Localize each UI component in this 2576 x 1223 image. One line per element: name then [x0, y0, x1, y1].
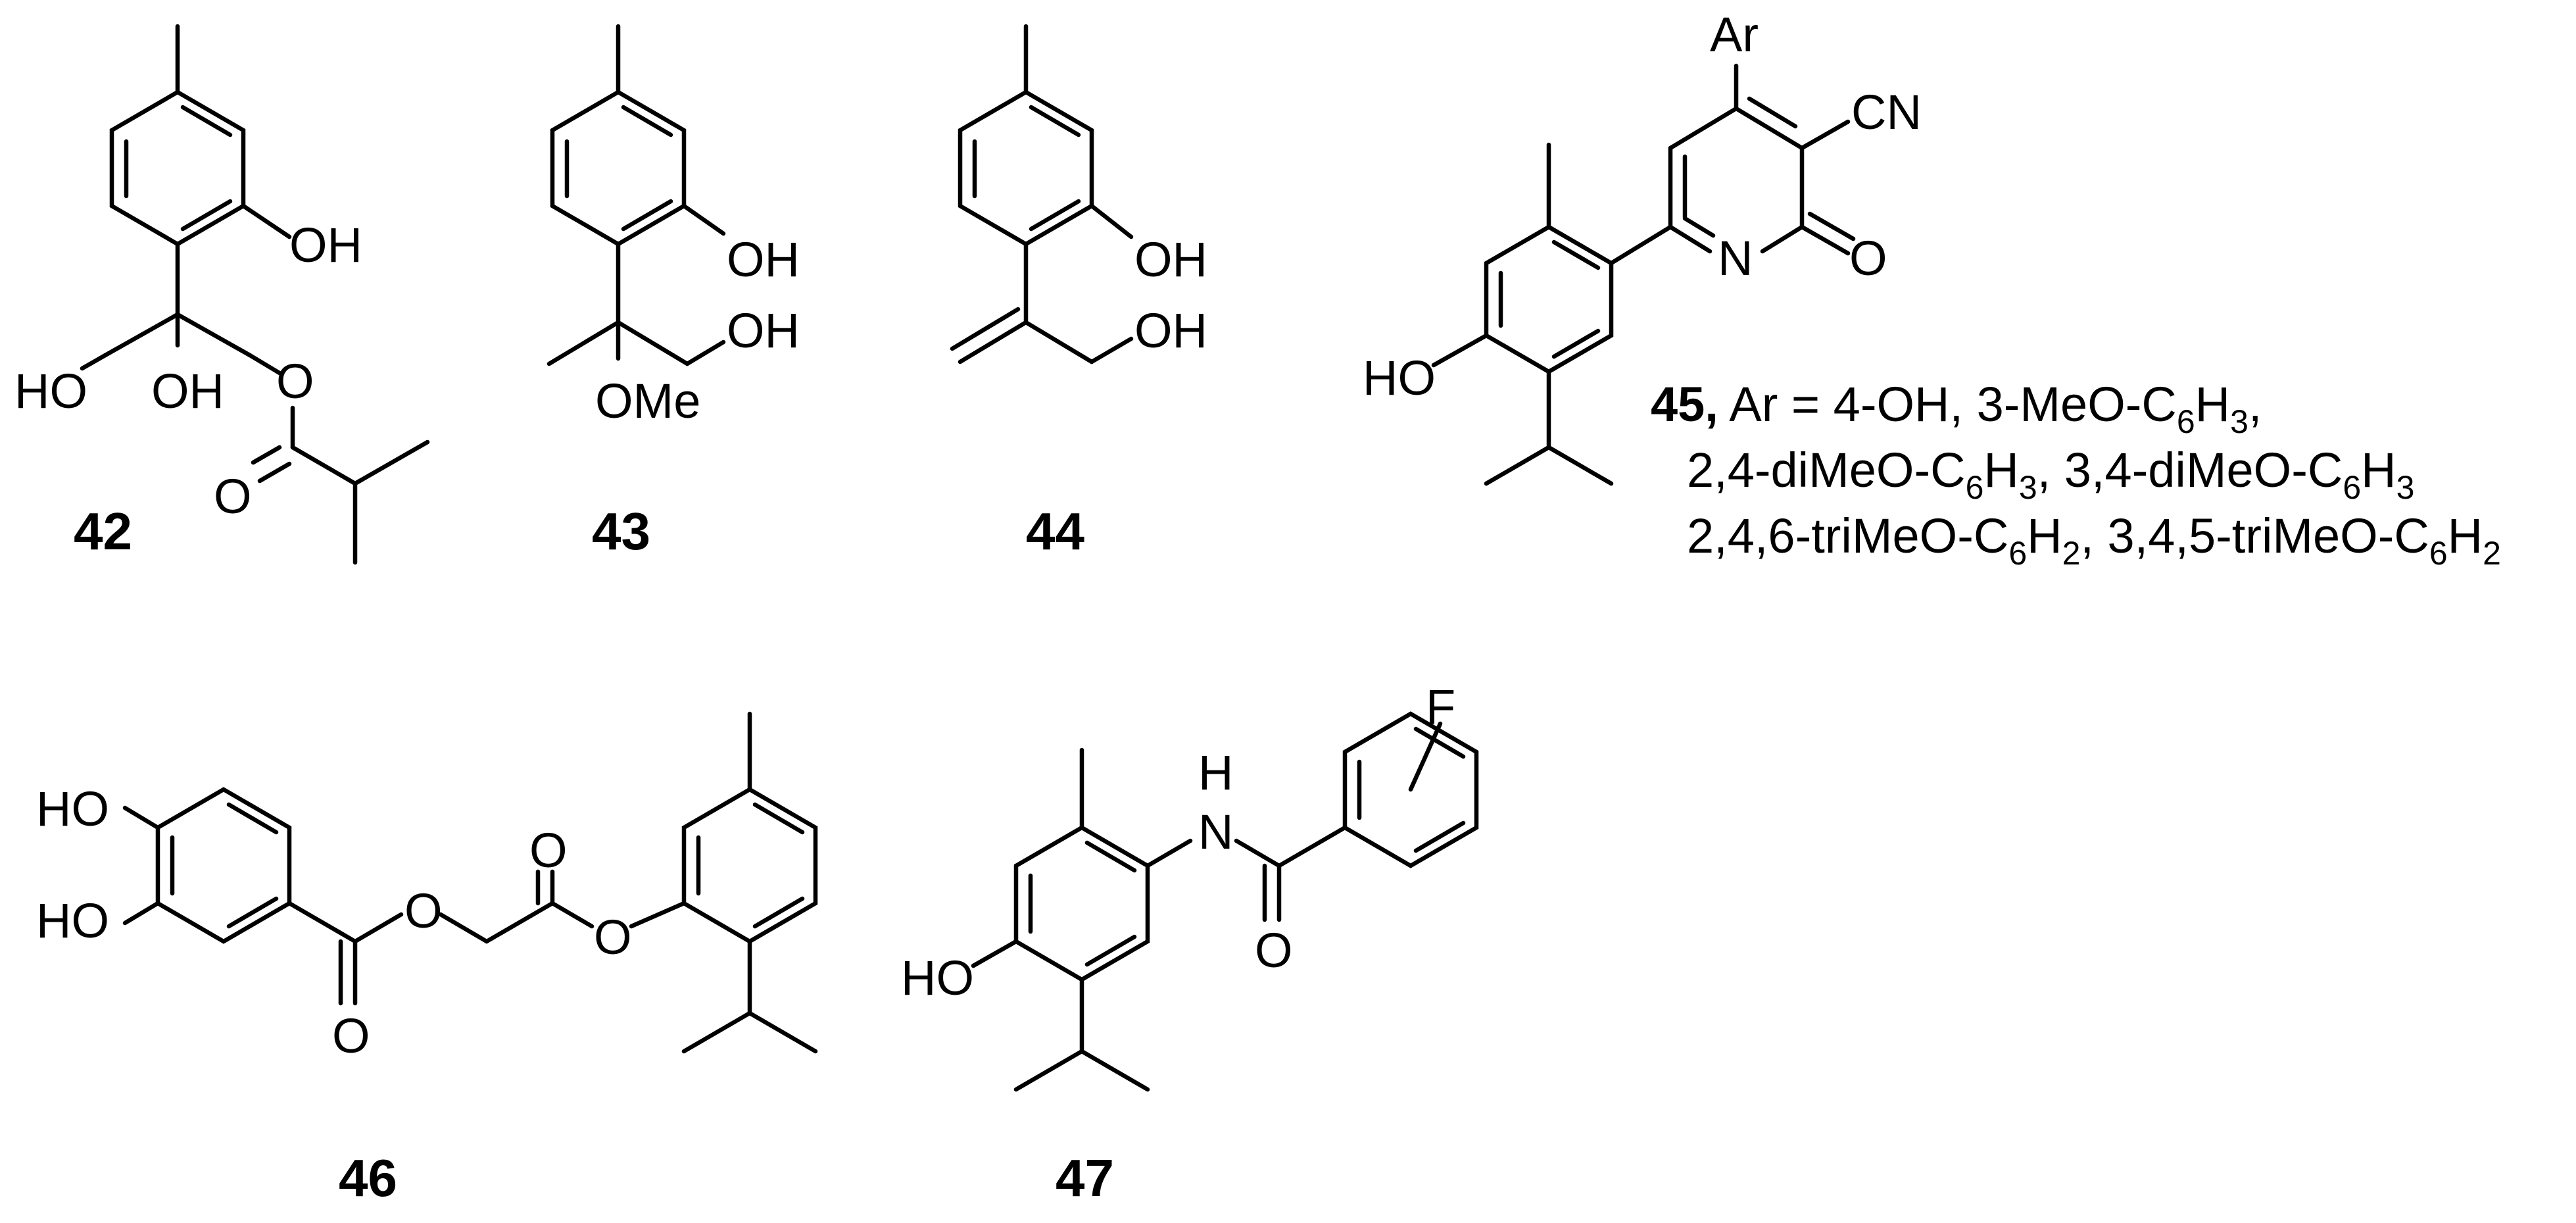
compound-43-ome: OMe: [595, 374, 700, 428]
compound-45-substituents-line3: 2,4,6-triMeO-C6H2, 3,4,5-triMeO-C6H2: [1687, 509, 2501, 572]
compound-47-n: N: [1198, 805, 1233, 859]
compound-45-line3-a-sub1: 6: [2008, 535, 2027, 572]
compound-45-cn: CN: [1851, 85, 1922, 139]
compound-46-o-carbonyl-2: O: [529, 823, 568, 878]
compound-43-bonds: [547, 24, 726, 366]
compound-42-oh-center: OH: [151, 364, 224, 418]
compound-44: OH OH 44: [950, 24, 1207, 561]
compound-46-o-ester-1: O: [404, 884, 443, 938]
compound-45-line3-a-sub2: 2: [2062, 535, 2081, 572]
compound-46-o-carbonyl-1: O: [332, 1009, 370, 1063]
compound-45-line1-prefix: Ar = 4-OH, 3-MeO-C: [1718, 377, 2177, 432]
compound-45-substituents-line2: 2,4-diMeO-C6H3, 3,4-diMeO-C6H3: [1687, 443, 2414, 506]
compound-45-o: O: [1849, 231, 1887, 286]
compound-45-ho: HO: [1363, 351, 1436, 405]
compound-42-ho-left: HO: [14, 364, 87, 418]
compound-42-label: 42: [74, 502, 132, 561]
compound-45-line1-end: ,: [2248, 377, 2262, 432]
compound-42-oh-ring: OH: [289, 218, 362, 272]
compound-45-line2-b-sub2: 3: [2396, 469, 2415, 506]
compound-45-line2-a-sub2: 3: [2019, 469, 2037, 506]
compound-45-line3-a-h: H: [2027, 509, 2062, 563]
compound-45-n: N: [1718, 231, 1753, 286]
compound-45-substituents-line1: 45, Ar = 4-OH, 3-MeO-C6H3,: [1651, 377, 2262, 440]
compound-47-f: F: [1426, 680, 1455, 734]
compound-45-line3-b-sub2: 2: [2483, 535, 2501, 572]
compound-45-line3-b: , 3,4,5-triMeO-C: [2080, 509, 2429, 563]
compound-45-line2-b-sub1: 6: [2343, 469, 2361, 506]
compound-45-line2-a: 2,4-diMeO-C: [1687, 443, 1966, 497]
compound-47-ho: HO: [901, 951, 974, 1005]
compound-42: OH HO OH O O 42: [14, 24, 430, 565]
compound-45-line2-b: , 3,4-diMeO-C: [2037, 443, 2343, 497]
compound-47-label: 47: [1056, 1149, 1114, 1207]
compound-46-ho-bottom: HO: [36, 893, 109, 948]
compound-44-oh-ring: OH: [1134, 232, 1207, 287]
compound-45-bonds: [1431, 63, 1856, 486]
compound-44-oh-chain: OH: [1134, 303, 1207, 358]
compound-45-line3-b-sub1: 6: [2429, 535, 2448, 572]
compound-42-o-ester: O: [276, 354, 314, 409]
compound-44-bonds: [950, 24, 1134, 364]
compound-44-label: 44: [1026, 502, 1084, 561]
compound-45-line3-b-h: H: [2448, 509, 2483, 563]
compound-45-line2-a-h: H: [1983, 443, 2018, 497]
compound-42-o-carbonyl: O: [214, 469, 252, 524]
compound-45-ar: Ar: [1710, 7, 1759, 62]
compound-46-ho-top: HO: [36, 782, 109, 836]
compound-47-h: H: [1198, 745, 1233, 800]
compound-43-label: 43: [592, 502, 650, 561]
compound-45-line1-sub2: 3: [2230, 403, 2248, 440]
compound-46: HO HO O O O O 46: [36, 711, 818, 1207]
compound-45-line1-h: H: [2195, 377, 2230, 432]
compound-45-line2-a-sub1: 6: [1966, 469, 1984, 506]
compound-47-o: O: [1255, 923, 1293, 978]
compound-43-oh-ring: OH: [727, 232, 800, 287]
compound-45: Ar CN N O HO 45, Ar = 4-OH, 3-MeO-C6H3, …: [1363, 7, 2501, 572]
compound-43-oh-chain: OH: [727, 303, 800, 358]
compound-45-line1-sub1: 6: [2177, 403, 2195, 440]
compound-45-line3-a: 2,4,6-triMeO-C: [1687, 509, 2008, 563]
compound-42-bonds: [80, 24, 430, 565]
compound-43: OH OH OMe 43: [547, 24, 800, 561]
compound-47-bonds: [971, 711, 1479, 1092]
compound-46-bonds: [122, 711, 818, 1054]
compound-46-label: 46: [339, 1149, 397, 1207]
compound-47: H N O F HO 47: [901, 680, 1479, 1207]
compound-45-label: 45,: [1651, 377, 1718, 432]
compound-45-line2-b-h: H: [2361, 443, 2396, 497]
compound-46-o-ester-2: O: [594, 910, 632, 964]
